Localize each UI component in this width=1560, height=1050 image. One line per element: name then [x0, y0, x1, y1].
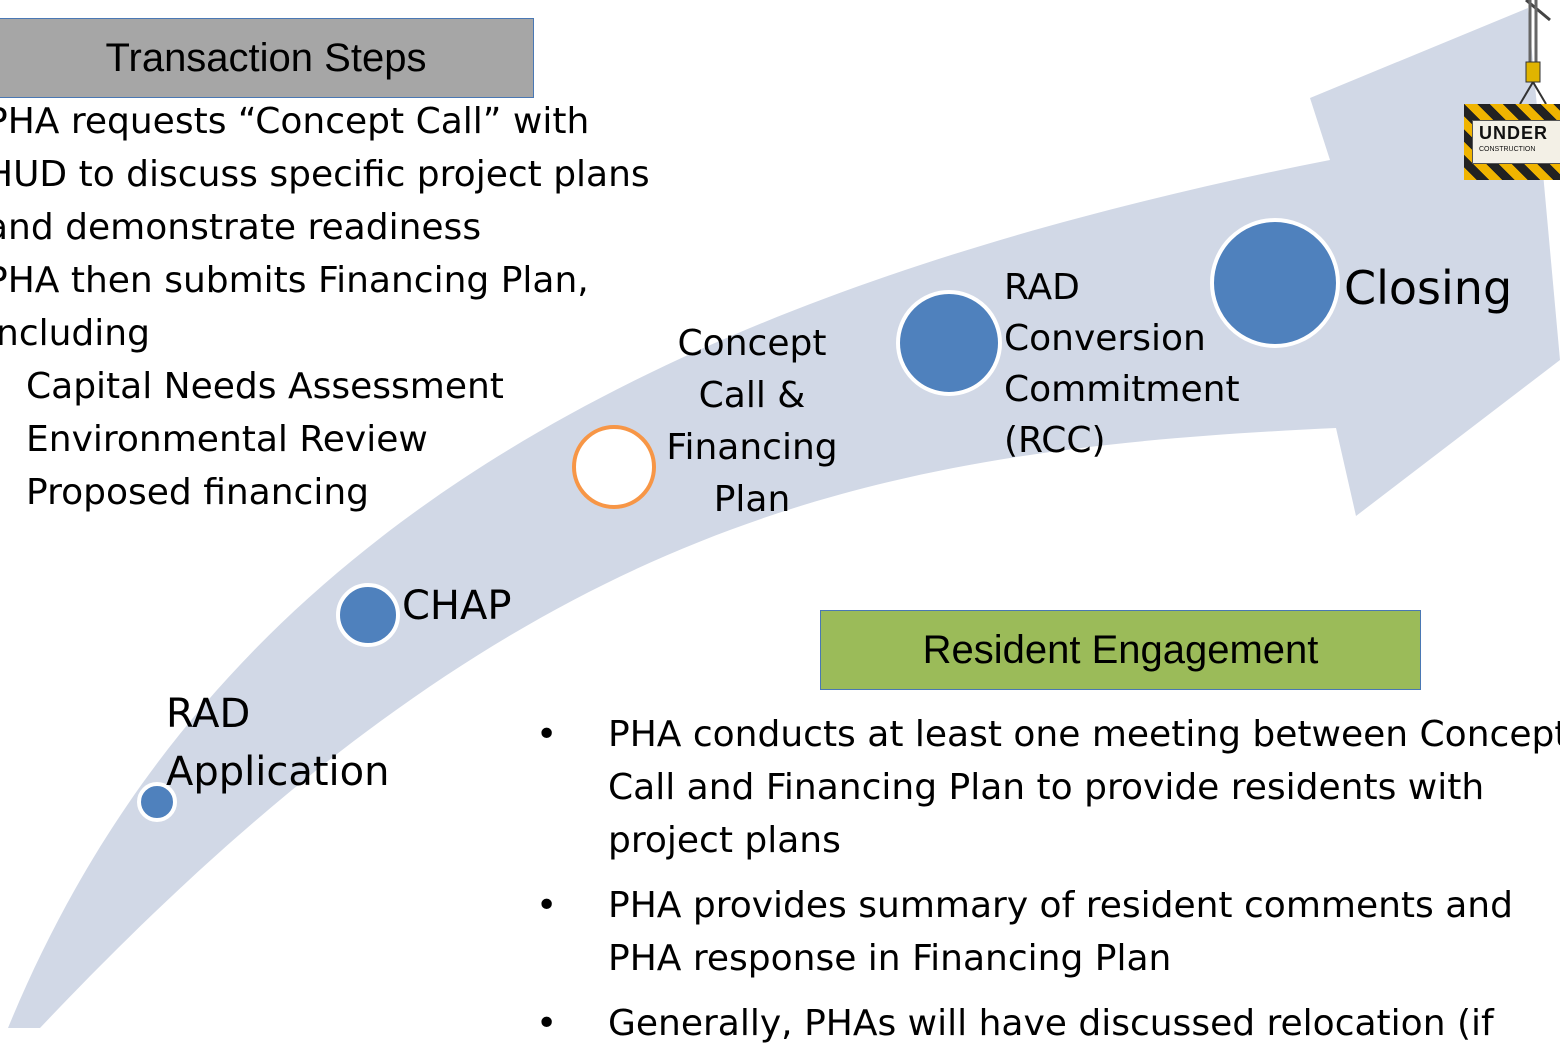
rcc-label: RAD Conversion Commitment (RCC) [1004, 262, 1240, 466]
rcc-line: Conversion [1004, 318, 1206, 359]
concept-call-line: Call & [698, 375, 806, 416]
sign-text: UNDER [1479, 123, 1549, 143]
engagement-line: Call and Financing Plan to provide resid… [608, 767, 1485, 808]
transaction-steps-header: Transaction Steps [0, 18, 534, 98]
closing-marker [1210, 218, 1340, 348]
step-sub-item: Capital Needs Assessment [26, 366, 504, 407]
rad-application-line: Application [166, 749, 390, 795]
transaction-steps-title: Transaction Steps [105, 35, 427, 80]
chap-marker [336, 583, 400, 647]
bullet-icon: • [536, 714, 558, 755]
concept-call-line: Concept [677, 323, 827, 364]
rcc-line: RAD [1004, 267, 1080, 308]
sign-subtext: CONSTRUCTION [1479, 146, 1536, 153]
crane-hook-icon [1519, 0, 1551, 105]
timeline-arrow [8, 8, 1560, 1028]
engagement-bullet: • PHA conducts at least one meeting betw… [536, 708, 1560, 867]
bullet-icon: • [536, 885, 558, 926]
engagement-line: PHA conducts at least one meeting betwee… [608, 714, 1560, 755]
step-line: and demonstrate readiness [0, 207, 482, 248]
rad-application-marker [137, 782, 177, 822]
bullet-icon: • [536, 1003, 558, 1044]
under-construction-sign: UNDER CONSTRUCTION [1464, 104, 1560, 180]
concept-call-marker [572, 425, 656, 509]
step-sub-item: Environmental Review [26, 419, 428, 460]
chap-label: CHAP [402, 583, 512, 629]
rcc-marker [896, 290, 1002, 396]
step-line: including [0, 313, 150, 354]
rcc-line: Commitment [1004, 369, 1240, 410]
rad-application-label: RAD Application [166, 685, 390, 801]
step-line: PHA then submits Financing Plan, [0, 260, 589, 301]
resident-engagement-title: Resident Engagement [922, 627, 1319, 672]
step-line: HUD to discuss specific project plans [0, 154, 650, 195]
engagement-line: PHA response in Financing Plan [608, 938, 1172, 979]
engagement-bullet: • Generally, PHAs will have discussed re… [536, 997, 1560, 1050]
step-sub-item: Proposed financing [26, 472, 370, 513]
concept-call-line: Financing [666, 427, 838, 468]
engagement-line: PHA provides summary of resident comment… [608, 885, 1513, 926]
sign-panel: UNDER CONSTRUCTION [1472, 120, 1560, 164]
closing-label: Closing [1344, 261, 1513, 315]
concept-call-label: Concept Call & Financing Plan [652, 318, 852, 526]
resident-engagement-list: • PHA conducts at least one meeting betw… [536, 708, 1560, 1050]
concept-call-line: Plan [713, 479, 791, 520]
step-line: PHA requests “Concept Call” with [0, 101, 590, 142]
engagement-line: project plans [608, 820, 841, 861]
engagement-line: Generally, PHAs will have discussed relo… [608, 1003, 1494, 1044]
timeline-arrow-shape [8, 8, 1560, 1028]
engagement-bullet: • PHA provides summary of resident comme… [536, 879, 1560, 985]
transaction-steps-body: PHA requests “Concept Call” with HUD to … [0, 95, 650, 519]
resident-engagement-header: Resident Engagement [820, 610, 1421, 690]
rad-application-line: RAD [166, 691, 251, 737]
rcc-line: (RCC) [1004, 420, 1106, 461]
